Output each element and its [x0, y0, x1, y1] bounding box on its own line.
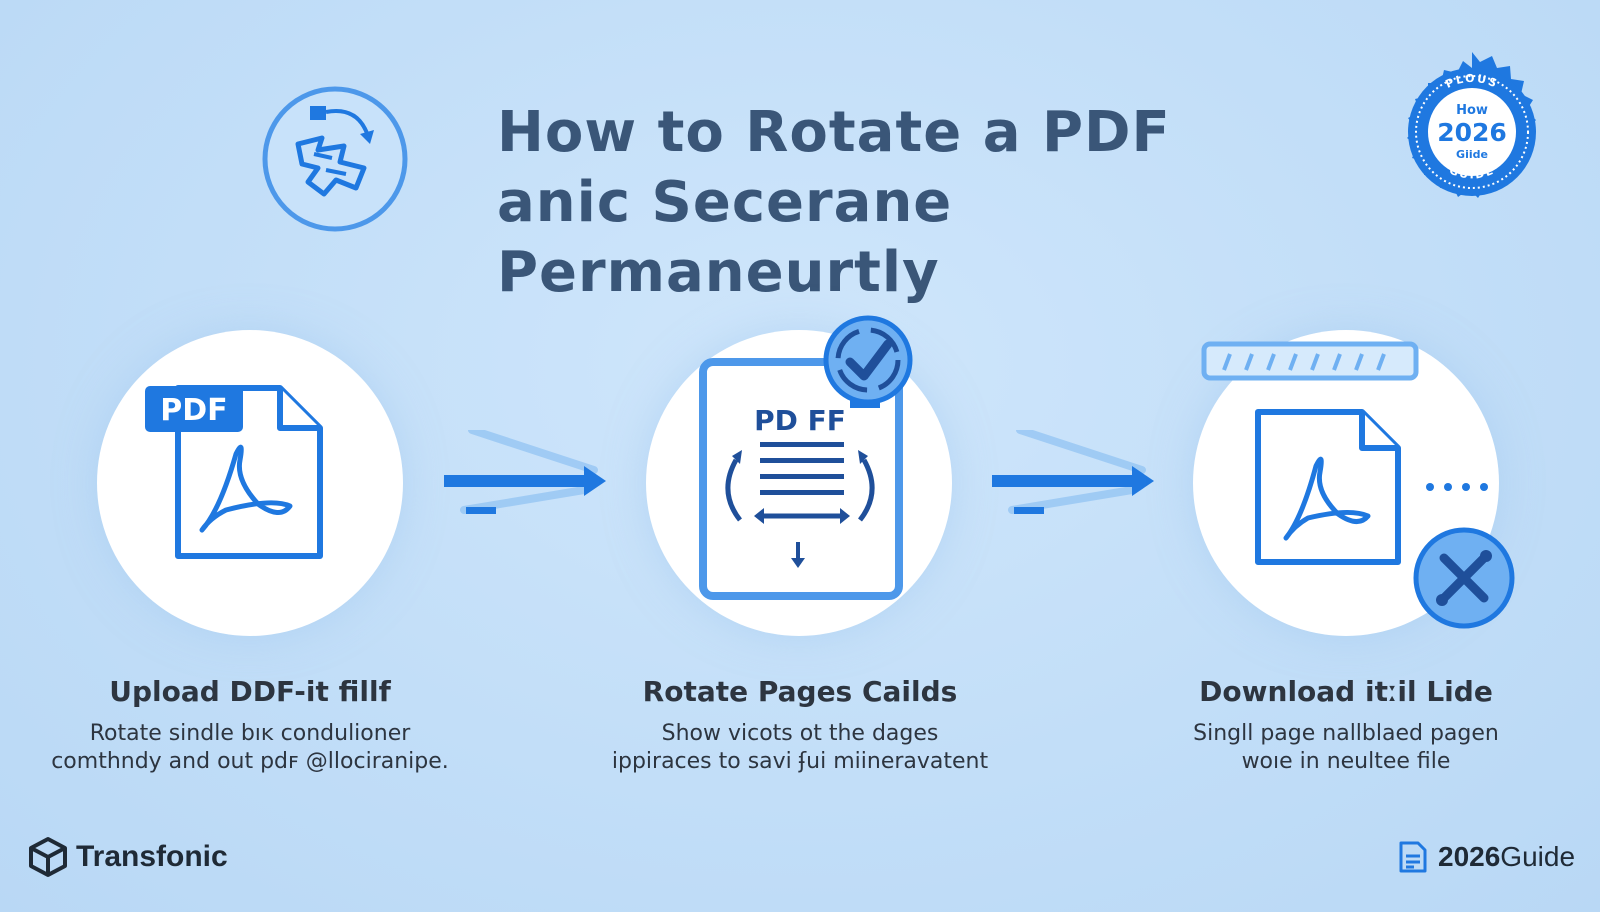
toolbar-strip-icon — [1201, 341, 1419, 381]
pdf-rotate-label: PD FF — [754, 404, 846, 437]
step-1-desc-line-1: Rotate sindle bıĸ condulioner — [89, 721, 411, 746]
step-1-desc-line-2: comthndy and out pdꜰ @llociranipe. — [51, 749, 449, 774]
pdf-file-icon: PDF — [145, 385, 323, 559]
badge-year: 2026 — [1437, 118, 1507, 147]
step-3-description: Singll page nallblaed pagen woıe in neul… — [1116, 720, 1576, 776]
more-dots-icon — [1426, 483, 1488, 491]
brand-logo: Transfonic — [28, 836, 228, 878]
badge-top-text: PLOUS — [1444, 72, 1499, 91]
step-2-title: Rotate Pages Cailds — [642, 675, 958, 708]
step-2-desc-line-2: ippiraces to savi ʄui miineravatent — [611, 749, 989, 774]
title-line-2: anic Secerane Permaneurtly — [497, 170, 953, 305]
badge-line-3: Giide — [1456, 148, 1488, 161]
guide-label: 2026Guide — [1398, 840, 1575, 874]
arrow-right-icon-2 — [992, 430, 1154, 514]
guide-word: Guide — [1500, 841, 1576, 872]
pdf-label: PDF — [160, 393, 227, 428]
rotate-symbol-icon — [262, 86, 408, 232]
brand-cube-icon — [29, 837, 67, 877]
badge-line-1: How — [1456, 103, 1488, 118]
badge-bottom-text: GUIDE — [1447, 164, 1494, 182]
step-2-desc-line-1: Show vicots ot the dages — [661, 721, 939, 746]
title-line-1: How to Rotate a PDF — [497, 100, 1171, 165]
guide-year: 2026 — [1438, 841, 1501, 872]
step-2-description: Show vicots ot the dages ippiraces to sa… — [570, 720, 1030, 776]
step-3-desc-line-2: woıe in neultee file — [1241, 749, 1451, 774]
svg-text:PLOUS: PLOUS — [1444, 72, 1501, 91]
page-title: How to Rotate a PDF anic Secerane Perman… — [497, 98, 1397, 308]
arrow-right-icon — [444, 430, 606, 514]
document-icon — [1399, 841, 1427, 873]
step-3-title: Download itːil Lide — [1199, 675, 1493, 708]
step-1-description: Rotate sindle bıĸ condulioner comthndy a… — [20, 720, 480, 776]
guide-badge-seal: PLOUS GUIDE How 2026 Giide — [1407, 52, 1536, 198]
step-1-title: Upload DDF-it fillf — [109, 675, 391, 708]
download-pdf-icon — [1255, 409, 1401, 565]
brand-name: Transfonic — [76, 840, 228, 873]
check-rotate-icon — [823, 315, 913, 405]
tools-icon — [1413, 527, 1515, 629]
step-3-desc-line-1: Singll page nallblaed pagen — [1193, 721, 1499, 746]
svg-text:GUIDE: GUIDE — [1447, 164, 1496, 182]
